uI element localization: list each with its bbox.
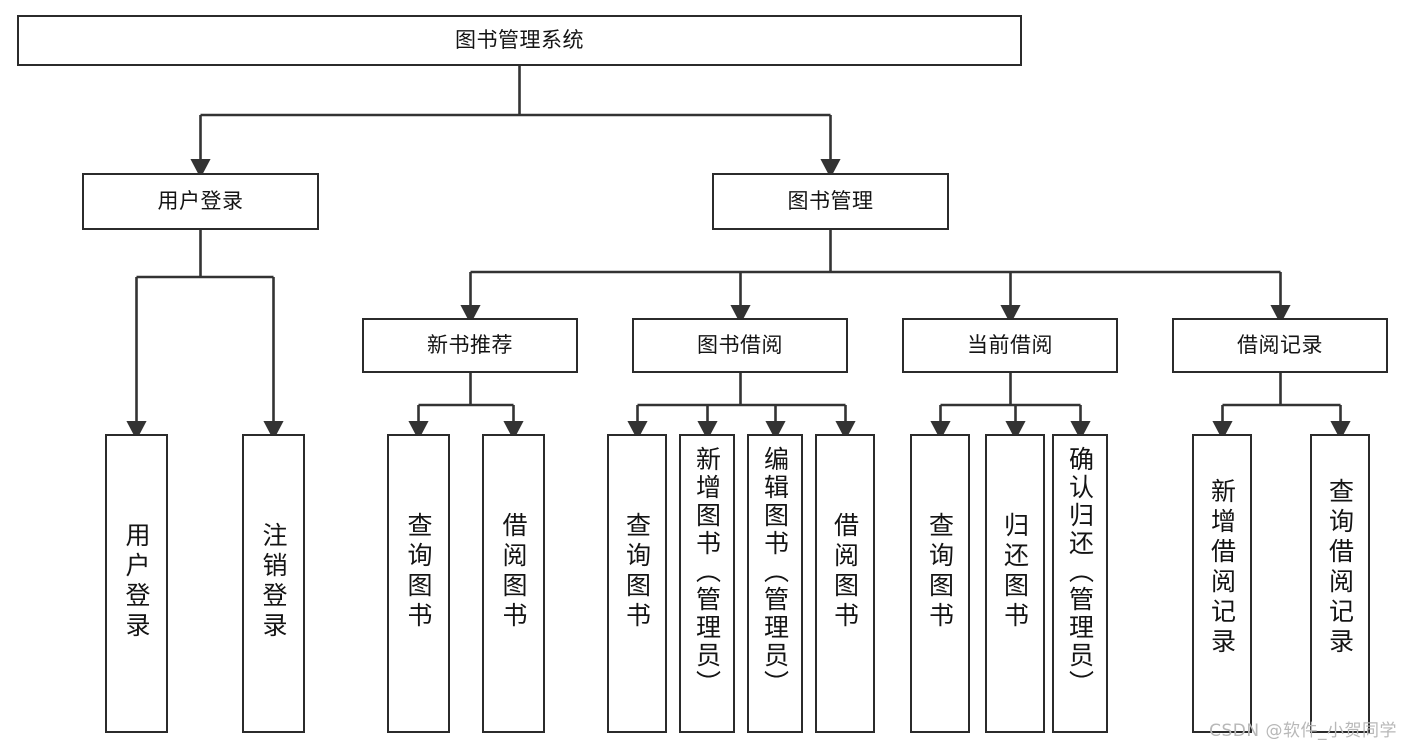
node-leaf-rec-query-book[interactable]: 查询图书 bbox=[387, 434, 450, 733]
node-leaf-br-query-record-label: 查询借阅记录 bbox=[1325, 478, 1355, 658]
node-leaf-rec-borrow-book[interactable]: 借阅图书 bbox=[482, 434, 545, 733]
node-leaf-bb-add-book-label: 新增图书（管理员） bbox=[692, 446, 722, 698]
node-leaf-br-add-record[interactable]: 新增借阅记录 bbox=[1192, 434, 1252, 733]
node-leaf-user-login[interactable]: 用户登录 bbox=[105, 434, 168, 733]
node-leaf-bb-query-book-label: 查询图书 bbox=[622, 512, 652, 632]
node-root-label: 图书管理系统 bbox=[455, 27, 584, 52]
node-leaf-bb-borrow-book-label: 借阅图书 bbox=[830, 512, 860, 632]
node-leaf-cb-return-book-label: 归还图书 bbox=[1000, 512, 1030, 632]
node-leaf-br-add-record-label: 新增借阅记录 bbox=[1207, 478, 1237, 658]
node-leaf-cb-query-book-label: 查询图书 bbox=[925, 512, 955, 632]
node-leaf-bb-query-book[interactable]: 查询图书 bbox=[607, 434, 667, 733]
node-leaf-cb-confirm-return-label: 确认归还（管理员） bbox=[1065, 446, 1095, 698]
node-book-borrow-label: 图书借阅 bbox=[697, 332, 783, 357]
node-leaf-user-logout-label: 注销登录 bbox=[259, 522, 288, 642]
node-root[interactable]: 图书管理系统 bbox=[17, 15, 1022, 66]
node-borrow-record[interactable]: 借阅记录 bbox=[1172, 318, 1388, 373]
node-leaf-rec-borrow-book-label: 借阅图书 bbox=[499, 512, 528, 632]
node-leaf-bb-edit-book-label: 编辑图书（管理员） bbox=[760, 446, 790, 698]
node-borrow-record-label: 借阅记录 bbox=[1237, 332, 1323, 357]
node-new-book-rec-label: 新书推荐 bbox=[427, 332, 513, 357]
node-leaf-user-logout[interactable]: 注销登录 bbox=[242, 434, 305, 733]
watermark-text: CSDN @软件_小贺同学 bbox=[1209, 721, 1397, 741]
node-leaf-bb-borrow-book[interactable]: 借阅图书 bbox=[815, 434, 875, 733]
node-leaf-bb-edit-book[interactable]: 编辑图书（管理员） bbox=[747, 434, 803, 733]
node-book-manage-label: 图书管理 bbox=[787, 188, 874, 213]
node-current-borrow-label: 当前借阅 bbox=[967, 332, 1053, 357]
node-book-borrow[interactable]: 图书借阅 bbox=[632, 318, 848, 373]
node-leaf-bb-add-book[interactable]: 新增图书（管理员） bbox=[679, 434, 735, 733]
node-user-login[interactable]: 用户登录 bbox=[82, 173, 319, 230]
node-leaf-user-login-label: 用户登录 bbox=[122, 522, 151, 642]
node-leaf-cb-confirm-return[interactable]: 确认归还（管理员） bbox=[1052, 434, 1108, 733]
node-leaf-cb-query-book[interactable]: 查询图书 bbox=[910, 434, 970, 733]
node-current-borrow[interactable]: 当前借阅 bbox=[902, 318, 1118, 373]
node-leaf-br-query-record[interactable]: 查询借阅记录 bbox=[1310, 434, 1370, 733]
node-leaf-cb-return-book[interactable]: 归还图书 bbox=[985, 434, 1045, 733]
node-leaf-rec-query-book-label: 查询图书 bbox=[404, 512, 433, 632]
node-user-login-label: 用户登录 bbox=[157, 188, 244, 213]
node-new-book-rec[interactable]: 新书推荐 bbox=[362, 318, 578, 373]
node-book-manage[interactable]: 图书管理 bbox=[712, 173, 949, 230]
